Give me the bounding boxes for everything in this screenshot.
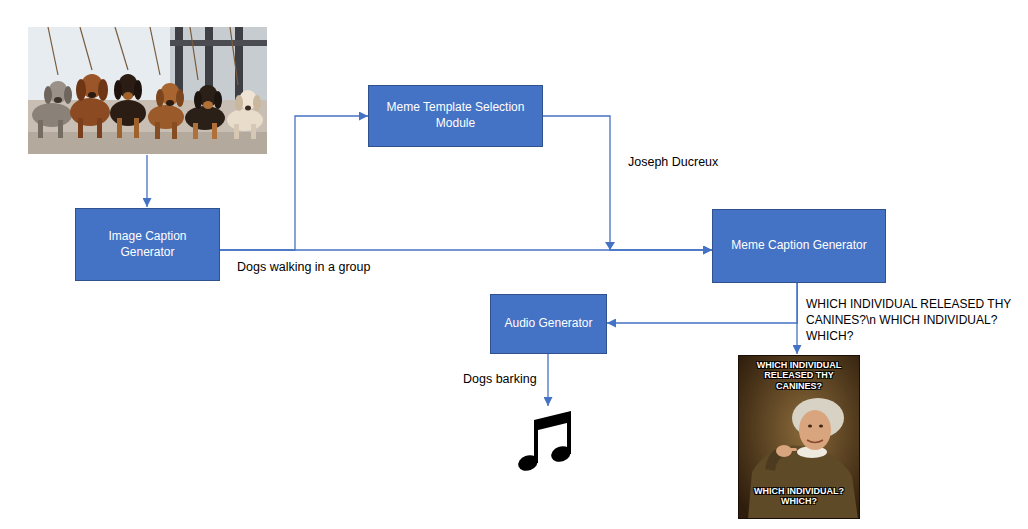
dogs-photo-part-part [185, 106, 225, 130]
dogs-photo-part [28, 132, 267, 154]
dogs-photo-part [70, 74, 110, 138]
meme-image-part [738, 355, 860, 519]
dogs-photo-part-part [251, 124, 256, 139]
box-label: Meme Template Selection Module [377, 100, 534, 131]
dogs-photo-part-part [193, 123, 198, 139]
dogs-photo-part [175, 27, 183, 112]
dogs-photo-part [227, 90, 263, 139]
dogs-photo-part-part [54, 97, 62, 103]
dogs-photo-part-part [64, 86, 72, 104]
dogs-photo-part-part [38, 120, 43, 138]
dogs-photo-part-part [176, 89, 184, 107]
box-label: Meme Caption Generator [731, 238, 866, 254]
dogs-photo-part-part [76, 79, 86, 101]
box-label: Image Caption Generator [84, 229, 211, 260]
dogs-photo [28, 27, 267, 154]
dogs-photo-part-part [214, 91, 222, 109]
dogs-photo-part-part [156, 89, 164, 107]
process-box: Meme Caption Generator [712, 209, 886, 283]
dogs-photo-part-part [123, 92, 133, 100]
dogs-photo-part-part [190, 27, 198, 80]
output-label: Dogs barking [461, 371, 539, 387]
dogs-photo-part-part [148, 105, 184, 129]
flow-lines-part [146, 155, 147, 207]
dogs-photo-part-part [70, 98, 110, 126]
meme-bottom-text: WHICH INDIVIDUAL? WHICH? [741, 486, 857, 507]
meme-image [738, 355, 860, 519]
dogs-photo-part [185, 85, 225, 139]
dogs-photo-part-part [110, 100, 146, 126]
dogs-photo-part-part [155, 122, 160, 139]
dogs-photo-part [48, 27, 238, 85]
dogs-photo-part-part [88, 92, 96, 98]
meme-image-part [738, 355, 860, 519]
dogs-photo-part-part [117, 118, 122, 138]
music-note [516, 411, 573, 473]
meme-image-part [748, 446, 858, 519]
dogs-photo-part-part [44, 86, 52, 104]
dogs-photo-part-part [227, 109, 263, 131]
dogs-photo-part-part [150, 27, 160, 75]
flow-lines-part [547, 354, 548, 406]
caption-text: WHICH INDIVIDUAL RELEASED THY CANINES?\n… [806, 296, 1022, 345]
dogs-photo-part-part [230, 27, 238, 85]
connector-arrow [543, 116, 712, 250]
dogs-photo-part [28, 100, 267, 154]
edge-label: Dogs walking in a group [235, 259, 372, 275]
meme-image-part [808, 425, 812, 428]
connector-arrow [220, 116, 368, 250]
meme-image-part [799, 410, 831, 450]
dogs-photo-part-part [253, 95, 261, 111]
meme-image-part [788, 448, 797, 451]
box-label: Audio Generator [504, 316, 592, 332]
dogs-photo-part [148, 83, 184, 139]
dogs-photo-part-part [245, 106, 251, 111]
meme-image-part [807, 440, 823, 443]
dogs-photo-part-part [58, 120, 63, 138]
dogs-photo-part-part [194, 91, 202, 109]
dogs-photo-part-part [172, 122, 177, 139]
dogs-photo-part [32, 81, 72, 138]
dogs-photo-part-part [203, 101, 213, 109]
dogs-photo-part-part [80, 27, 92, 70]
dogs-photo-part-part [97, 118, 102, 138]
meme-top-text: WHICH INDIVIDUAL RELEASED THY CANINES? [741, 360, 857, 391]
flow-lines [147, 155, 797, 406]
dogs-photo-part-part [115, 27, 128, 70]
dogs-photo-part-part [48, 27, 58, 75]
dogs-photo-part [28, 27, 267, 154]
connector-arrow [607, 283, 797, 323]
dogs-photo-part-part [134, 118, 139, 138]
dogs-photo-part-part [98, 79, 108, 101]
dogs-photo-part-part [78, 118, 83, 138]
dogs-photo-part-part [235, 95, 243, 111]
dogs-photo-part-part [134, 80, 142, 100]
edge-label: Joseph Ducreux [626, 154, 720, 170]
process-box: Meme Template Selection Module [368, 85, 543, 147]
meme-image-part [819, 425, 823, 428]
dogs-photo-part-part [166, 100, 174, 106]
dogs-photo-part-part [114, 80, 122, 100]
dogs-photo-part [170, 40, 267, 46]
dogs-photo-part [110, 74, 146, 138]
music-note-part [534, 411, 571, 431]
process-box: Audio Generator [490, 294, 607, 354]
dogs-photo-part-part [212, 123, 217, 139]
dogs-photo-part-part [234, 124, 239, 139]
process-box: Image Caption Generator [75, 208, 220, 281]
